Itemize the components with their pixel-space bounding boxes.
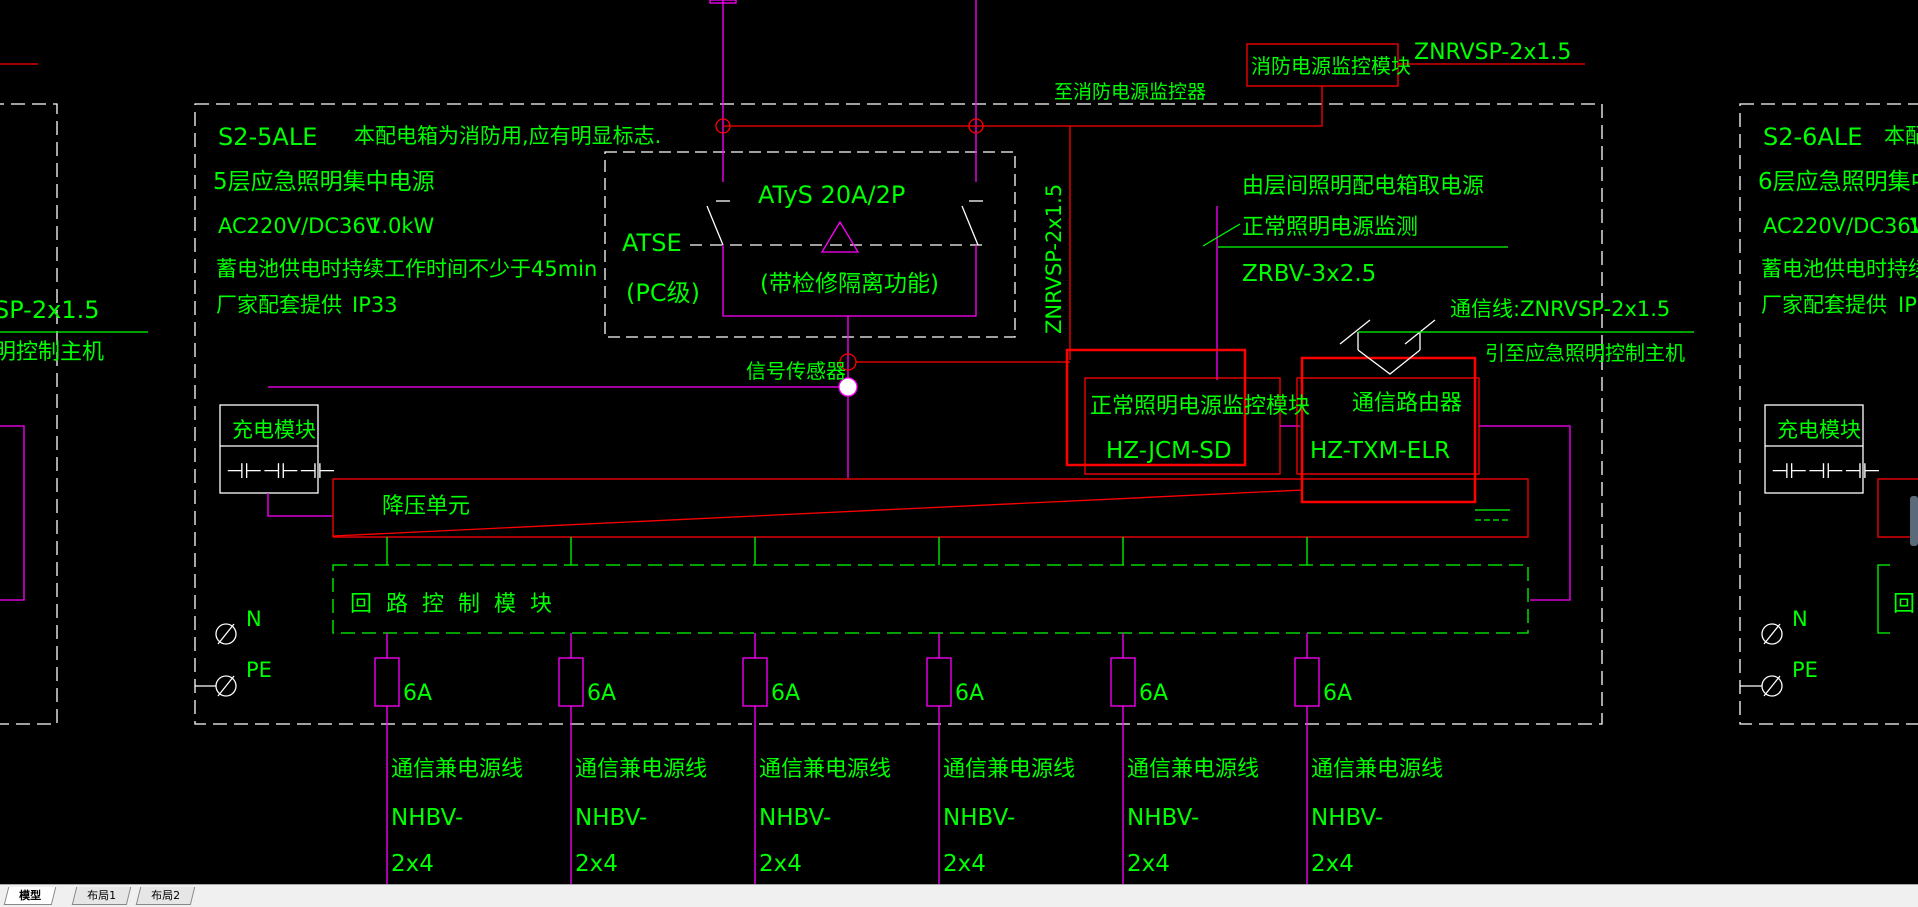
panel-note: 本配电箱为消防用,应有明显标志. — [354, 124, 661, 148]
pe-label: PE — [246, 658, 272, 682]
router-model: HZ-TXM-ELR — [1310, 438, 1450, 464]
circuit-cable-size-4: 2x4 — [943, 851, 986, 877]
charge-module-box — [219, 404, 319, 494]
loop-char-6: 块 — [530, 592, 552, 617]
step-down-box — [332, 478, 1529, 538]
vertical-cable-label: ZNRVSP-2x1.5 — [1042, 184, 1066, 334]
panel-vendor: 厂家配套提供 — [216, 293, 342, 317]
circuit-cable-type-6: NHBV- — [1311, 805, 1383, 831]
fuse-icon — [742, 657, 768, 707]
panel-id: S2-5ALE — [218, 123, 317, 151]
pc-label: (PC级) — [626, 279, 700, 307]
left-host-label: 明控制主机 — [0, 340, 104, 365]
left-panel-border — [0, 103, 58, 725]
fuse-icon — [374, 657, 400, 707]
fuse-icon — [1294, 657, 1320, 707]
loop-char-1: 回 — [350, 592, 372, 617]
fire-monitor-label: 消防电源监控模块 — [1251, 54, 1411, 78]
main-panel-border — [194, 103, 1603, 725]
right-panel-id: S2-6ALE — [1763, 123, 1862, 151]
loop-control-box — [332, 564, 1529, 634]
atse-label: ATSE — [622, 229, 682, 257]
left-cable-label: SP-2x1.5 — [0, 296, 99, 324]
maint-label: (带检修隔离功能) — [760, 271, 939, 297]
fire-cable-label: ZNRVSP-2x1.5 — [1414, 40, 1571, 65]
tab-model[interactable]: 模型 — [3, 887, 57, 905]
right-loop-char: 回 — [1893, 592, 1915, 617]
right-panel-border — [1739, 103, 1918, 725]
tab-layout-2[interactable]: 布局2 — [135, 887, 196, 905]
circuit-cable-size-6: 2x4 — [1311, 851, 1354, 877]
comm-line-label: 通信线:ZNRVSP-2x1.5 — [1450, 297, 1670, 321]
right-panel-vendor: 厂家配套提供 — [1761, 293, 1887, 317]
monitor-name: 正常照明电源监控模块 — [1090, 394, 1310, 419]
fuse-rating-5: 6A — [1139, 681, 1168, 706]
right-panel-power: AC220V/DC36V — [1763, 214, 1918, 238]
fuse-icon — [1110, 657, 1136, 707]
circuit-cable-desc-1: 通信兼电源线 — [391, 757, 523, 782]
circuit-cable-size-2: 2x4 — [575, 851, 618, 877]
drawing-canvas[interactable]: SP-2x1.5 明控制主机 S2-5ALE 本配电箱为消防用,应有明显标志. … — [0, 0, 1918, 884]
monitor-highlight — [1065, 348, 1247, 467]
source-label-2: 正常照明电源监测 — [1242, 215, 1418, 240]
charge-module-label: 充电模块 — [232, 418, 316, 442]
fuse-icon — [926, 657, 952, 707]
right-panel-ip: IP3 — [1898, 293, 1918, 317]
cad-drawing: SP-2x1.5 明控制主机 S2-5ALE 本配电箱为消防用,应有明显标志. … — [0, 0, 1918, 884]
right-pe-label: PE — [1792, 658, 1818, 682]
right-panel-battery: 蓄电池供电时持续工作时间 — [1761, 257, 1918, 281]
panel-floor-desc: 5层应急照明集中电源 — [213, 169, 435, 195]
circuit-cable-desc-3: 通信兼电源线 — [759, 757, 891, 782]
right-panel-floor-desc: 6层应急照明集中电源 — [1758, 169, 1918, 195]
zrbv-label: ZRBV-3x2.5 — [1242, 261, 1376, 287]
circuit-cable-type-2: NHBV- — [575, 805, 647, 831]
right-panel-note: 本配电 — [1884, 124, 1918, 148]
atys-label: ATyS 20A/2P — [758, 181, 905, 209]
atse-box — [604, 151, 1016, 338]
step-down-label: 降压单元 — [382, 494, 470, 519]
right-n-label: N — [1792, 607, 1808, 631]
panel-power: AC220V/DC36V — [218, 214, 381, 238]
right-charge-module-label: 充电模块 — [1777, 418, 1861, 442]
circuit-cable-type-3: NHBV- — [759, 805, 831, 831]
fuse-rating-3: 6A — [771, 681, 800, 706]
panel-ip: IP33 — [352, 293, 398, 317]
circuit-cable-desc-2: 通信兼电源线 — [575, 757, 707, 782]
circuit-cable-size-3: 2x4 — [759, 851, 802, 877]
side-scroll-handle[interactable] — [1910, 496, 1918, 546]
battery-icon: ⊣⊢⊣⊢⊣⊢ — [226, 459, 336, 483]
loop-char-4: 制 — [458, 592, 480, 617]
circuit-cable-size-1: 2x4 — [391, 851, 434, 877]
loop-char-5: 模 — [494, 592, 516, 617]
signal-sensor-label: 信号传感器 — [746, 359, 846, 383]
fuse-rating-4: 6A — [955, 681, 984, 706]
monitor-model: HZ-JCM-SD — [1106, 438, 1232, 464]
fuse-rating-1: 6A — [403, 681, 432, 706]
n-label: N — [246, 607, 262, 631]
right-battery-icon: ⊣⊢⊣⊢⊣⊢ — [1771, 459, 1881, 483]
panel-battery: 蓄电池供电时持续工作时间不少于45min — [216, 257, 597, 281]
loop-char-2: 路 — [386, 592, 408, 617]
fuse-icon — [558, 657, 584, 707]
loop-char-3: 控 — [422, 592, 444, 617]
circuit-cable-type-5: NHBV- — [1127, 805, 1199, 831]
fuse-rating-6: 6A — [1323, 681, 1352, 706]
circuit-cable-type-4: NHBV- — [943, 805, 1015, 831]
to-fire-monitor-label: 至消防电源监控器 — [1054, 81, 1206, 103]
source-label-1: 由层间照明配电箱取电源 — [1242, 174, 1484, 199]
router-highlight — [1300, 356, 1477, 504]
circuit-cable-type-1: NHBV- — [391, 805, 463, 831]
circuit-cable-desc-4: 通信兼电源线 — [943, 757, 1075, 782]
panel-kw: 1.0kW — [368, 214, 435, 238]
to-host-label: 引至应急照明控制主机 — [1485, 341, 1685, 365]
right-panel-kw: 1 — [1908, 214, 1918, 238]
router-name: 通信路由器 — [1352, 391, 1462, 416]
circuit-cable-desc-5: 通信兼电源线 — [1127, 757, 1259, 782]
circuit-cable-size-5: 2x4 — [1127, 851, 1170, 877]
layout-tab-bar: 模型 布局1 布局2 — [0, 884, 1918, 907]
fire-monitor-box — [1246, 43, 1399, 87]
tab-layout-1[interactable]: 布局1 — [71, 887, 132, 905]
fuse-rating-2: 6A — [587, 681, 616, 706]
circuit-cable-desc-6: 通信兼电源线 — [1311, 757, 1443, 782]
